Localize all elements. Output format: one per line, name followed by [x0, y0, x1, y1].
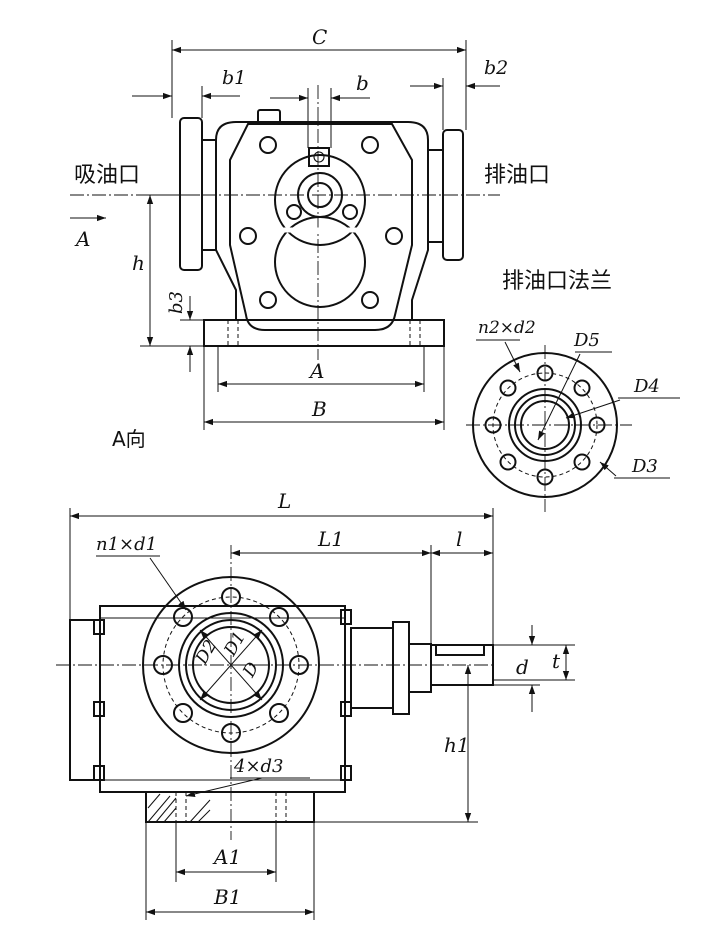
pump-housing: [215, 121, 429, 321]
pump-body: [99, 605, 346, 793]
dim-label-d: d: [516, 655, 529, 679]
dim-label-h: h: [132, 251, 145, 275]
dim-label-B: B: [311, 397, 327, 421]
dim-label-B1: B1: [213, 885, 241, 909]
dim-label-A: A: [308, 359, 324, 383]
dim-label-h1: h1: [444, 733, 470, 757]
dim-label-A1: A1: [212, 845, 241, 869]
flange-outer-circle: [472, 352, 618, 498]
view-arrow-label-A: A: [74, 227, 90, 251]
discharge-flange-neck: [427, 149, 444, 243]
label-n1xd1: n1×d1: [96, 534, 157, 555]
dim-label-b: b: [356, 71, 369, 95]
dim-label-b3: b3: [166, 291, 187, 314]
foot-section: [145, 791, 315, 823]
label-4xd3: 4×d3: [233, 756, 284, 777]
mounting-foot: [203, 319, 445, 347]
top-view-dimensions: L L1 l n1×d1 d t h1 4×d3 A1: [69, 489, 575, 920]
view-direction-label: A向: [112, 427, 146, 451]
label-D4: D4: [633, 376, 660, 397]
dim-label-C: C: [312, 25, 327, 49]
top-boss: [257, 109, 281, 125]
side-bolts: [93, 609, 352, 781]
dim-label-L: L: [277, 489, 291, 513]
foot-hatching: [147, 793, 211, 823]
label-D3-flange: D3: [631, 456, 658, 477]
flange-bolt-holes: [484, 364, 606, 486]
shaft-key: [435, 644, 485, 656]
gland-flange: [392, 621, 410, 715]
pump-cover: [229, 123, 413, 331]
label-D2: D2: [191, 637, 221, 669]
top-square-plug: [308, 147, 330, 167]
shaft-seal-ring: [297, 172, 343, 218]
discharge-flange-detail: 排油口法兰 n2×d2 D5 D4 D3: [466, 269, 680, 512]
front-view: [70, 85, 500, 360]
top-view: D2 D1 D: [56, 545, 495, 840]
upper-gear-bore: [274, 154, 366, 246]
left-cover: [69, 619, 101, 781]
flange-bore: [520, 400, 570, 450]
suction-flange-bolt-holes: [153, 587, 309, 743]
suction-flange-face: [142, 576, 320, 754]
bearing-housing: [350, 627, 394, 709]
dim-label-b2: b2: [484, 57, 508, 79]
label-n2xd2: n2×d2: [478, 318, 536, 338]
dim-label-b1: b1: [222, 67, 246, 89]
bolt-circle: [492, 372, 598, 478]
cover-bolt-holes: [239, 136, 403, 309]
suction-bolt-circle: [162, 596, 300, 734]
front-view-dimensions: C b1 b b2 h b3 A B: [70, 25, 550, 451]
discharge-flange-title: 排油口法兰: [502, 269, 612, 294]
dim-label-l: l: [456, 527, 462, 551]
suction-flange: [179, 117, 203, 271]
flange-bore-outer: [514, 394, 576, 456]
flange-raised-face: [508, 388, 582, 462]
label-D1: D1: [220, 628, 250, 660]
suction-port-label: 吸油口: [74, 163, 140, 188]
dim-label-L1: L1: [317, 527, 344, 551]
discharge-port-label: 排油口: [484, 163, 550, 188]
shaft-bore: [307, 182, 333, 208]
dim-label-t: t: [552, 649, 561, 673]
label-D5: D5: [573, 330, 600, 351]
